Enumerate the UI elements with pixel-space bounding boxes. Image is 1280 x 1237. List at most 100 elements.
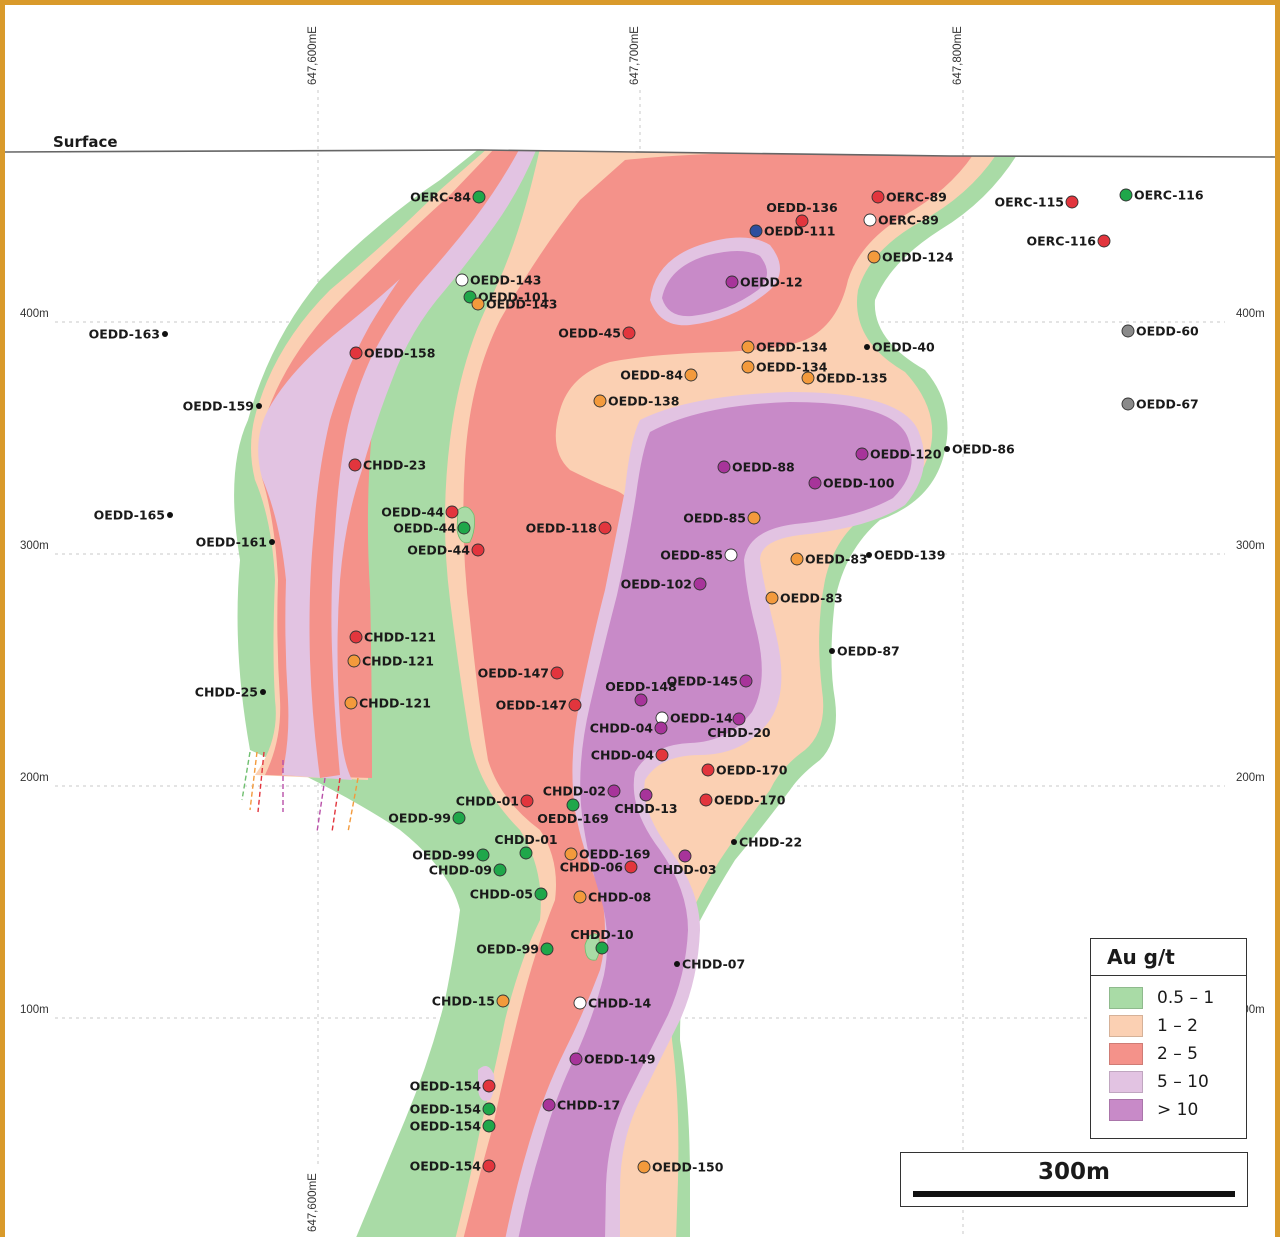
drill-hole-label: OEDD-158 <box>364 346 435 361</box>
grid-labels: 647,600mE 647,700mE 647,800mE 647,600mE … <box>20 26 1265 1232</box>
scale-label: 300m <box>1038 1159 1110 1185</box>
drill-hole-label: CHDD-13 <box>614 801 677 816</box>
drill-hole-label: CHDD-121 <box>359 696 431 711</box>
surface-line <box>5 149 1275 158</box>
drill-hole-marker <box>534 887 548 901</box>
drill-hole-label: OEDD-146 <box>670 711 742 726</box>
drill-hole-label: OEDD-135 <box>816 371 887 386</box>
elevation-label-left: 100m <box>20 1004 49 1016</box>
surface-label: Surface <box>53 133 118 151</box>
drill-hole-marker <box>801 371 815 385</box>
drill-hole-marker <box>639 788 653 802</box>
drill-hole-marker <box>540 942 554 956</box>
drill-hole-marker <box>167 512 173 518</box>
drill-hole-marker <box>1121 324 1135 338</box>
drill-hole-marker <box>731 839 737 845</box>
shell-2-5-main <box>463 152 975 1237</box>
drill-hole-marker <box>269 539 275 545</box>
drill-hole-marker <box>863 213 877 227</box>
drill-hole-marker <box>349 630 363 644</box>
drill-hole-marker <box>471 297 485 311</box>
drill-hole-label: CHDD-09 <box>429 863 492 878</box>
drill-hole-label: OEDD-170 <box>716 763 788 778</box>
drill-hole-label: OEDD-85 <box>660 548 723 563</box>
drill-hole-label: OEDD-169 <box>537 811 608 826</box>
drill-hole-marker <box>624 860 638 874</box>
legend-swatch <box>1109 1015 1143 1037</box>
drill-hole-label: OEDD-143 <box>470 273 541 288</box>
elevation-label-left: 200m <box>20 772 49 784</box>
drill-hole-label: CHDD-04 <box>590 721 654 736</box>
drill-hole-marker <box>476 848 490 862</box>
drill-hole-marker <box>701 763 715 777</box>
drill-hole-marker <box>482 1079 496 1093</box>
drill-hole-label: OEDD-83 <box>780 591 843 606</box>
drill-hole-marker <box>573 996 587 1010</box>
drill-hole-label: OEDD-143 <box>486 297 557 312</box>
drill-hole-label: CHDD-06 <box>560 860 624 875</box>
easting-label: 647,700mE <box>629 26 641 85</box>
drill-hole-marker <box>699 793 713 807</box>
drill-hole-marker <box>482 1119 496 1133</box>
drill-hole-marker <box>1065 195 1079 209</box>
drill-hole-label: OERC-89 <box>878 213 939 228</box>
drill-hole-marker <box>564 847 578 861</box>
drill-hole-marker <box>568 698 582 712</box>
legend-swatch <box>1109 1043 1143 1065</box>
drill-hole-label: OEDD-134 <box>756 340 828 355</box>
drill-hole-marker <box>871 190 885 204</box>
drill-hole-marker <box>944 446 950 452</box>
drill-hole-marker <box>790 552 804 566</box>
drill-hole-label: OEDD-67 <box>1136 397 1199 412</box>
drill-hole-label: OEDD-154 <box>410 1159 482 1174</box>
drill-hole-label: CHDD-04 <box>591 748 655 763</box>
drill-hole-label: OEDD-120 <box>870 447 942 462</box>
drill-hole-label: OERC-116 <box>1026 234 1096 249</box>
drill-hole-marker <box>260 689 266 695</box>
scale-bar: 300m <box>900 1152 1248 1207</box>
drill-hole-label: OEDD-99 <box>476 942 539 957</box>
drill-hole-label: OEDD-118 <box>526 521 597 536</box>
drill-hole-marker <box>725 275 739 289</box>
drill-hole-label: OEDD-100 <box>823 476 895 491</box>
drill-hole-label: CHDD-02 <box>543 784 606 799</box>
drill-hole-marker <box>867 250 881 264</box>
legend-item: > 10 <box>1091 1096 1246 1124</box>
drill-hole-label: OEDD-136 <box>766 200 838 215</box>
drill-hole-marker <box>344 696 358 710</box>
drill-hole-label: OEDD-111 <box>764 224 835 239</box>
drill-hole-marker <box>693 577 707 591</box>
grade-legend: Au g/t 0.5 – 1 1 – 2 2 – 5 5 – 10 > 10 <box>1090 938 1247 1139</box>
legend-title: Au g/t <box>1091 939 1246 976</box>
legend-item: 1 – 2 <box>1091 1012 1246 1040</box>
drill-hole-marker <box>1121 397 1135 411</box>
easting-label: 647,800mE <box>952 26 964 85</box>
drill-hole-marker <box>732 712 746 726</box>
drill-hole-marker <box>542 1098 556 1112</box>
drill-hole-label: OEDD-145 <box>667 674 738 689</box>
drill-hole-marker <box>637 1160 651 1174</box>
drill-hole-label: OERC-84 <box>410 190 471 205</box>
drill-hole-label: OEDD-60 <box>1136 324 1199 339</box>
drill-hole-label: CHDD-22 <box>739 835 802 850</box>
drill-hole-marker <box>472 190 486 204</box>
drill-hole-marker <box>566 798 580 812</box>
drill-hole-label: OEDD-99 <box>388 811 451 826</box>
drill-hole-label: OEDD-138 <box>608 394 679 409</box>
drill-hole-marker <box>678 849 692 863</box>
easting-label: 647,600mE <box>307 26 319 85</box>
drill-hole-marker <box>519 846 533 860</box>
drill-hole-marker <box>808 476 822 490</box>
drill-hole-marker <box>866 552 872 558</box>
drill-hole-label: OEDD-154 <box>410 1102 482 1117</box>
drill-hole-label: OEDD-85 <box>683 511 746 526</box>
shell-gt10-pod <box>662 251 768 317</box>
drill-hole-label: CHDD-08 <box>588 890 651 905</box>
drill-hole-marker <box>654 721 668 735</box>
drill-hole-label: OERC-116 <box>1134 188 1204 203</box>
drill-hole-label: CHDD-15 <box>432 994 495 1009</box>
drill-hole-marker <box>471 543 485 557</box>
drill-hole-marker <box>747 511 761 525</box>
drill-hole-label: OEDD-44 <box>393 521 456 536</box>
drill-hole-marker <box>445 505 459 519</box>
